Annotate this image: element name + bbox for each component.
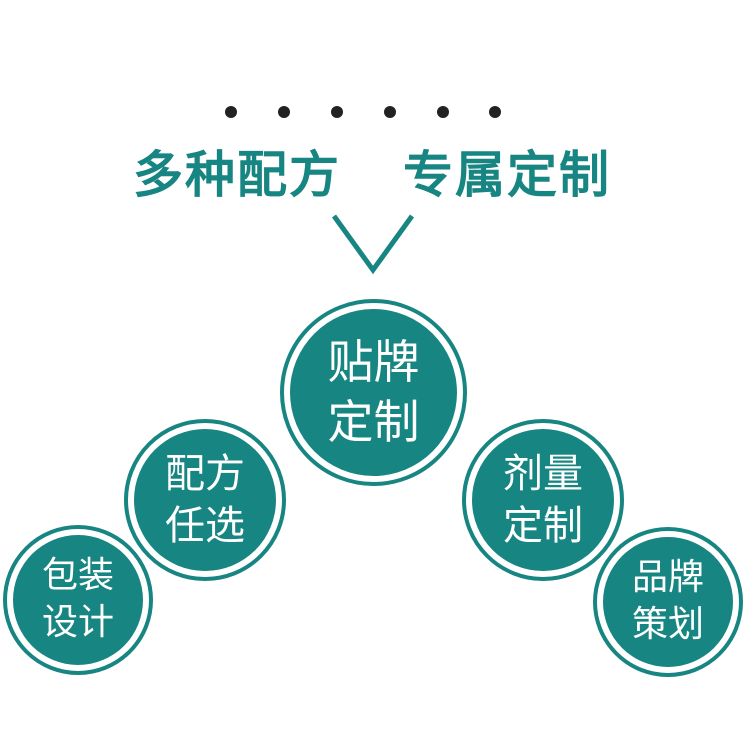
title-left: 多种配方 <box>133 146 341 204</box>
dot <box>225 106 237 118</box>
circle-label: 贴牌 <box>327 334 420 389</box>
dot <box>437 106 449 118</box>
circle-formula-choice: 配方 任选 <box>124 419 286 581</box>
circle-label: 设计 <box>41 602 114 643</box>
dot <box>384 106 396 118</box>
dot <box>489 106 501 118</box>
circle-label: 包装 <box>41 555 114 597</box>
dot <box>278 106 290 118</box>
circle-packaging-design: 包装 设计 <box>3 525 153 675</box>
circle-brand-customization: 贴牌 定制 <box>280 299 467 486</box>
down-chevron-icon <box>331 214 415 275</box>
circle-label: 任选 <box>165 503 245 549</box>
title-right: 专属定制 <box>403 146 611 204</box>
circle-label: 配方 <box>165 451 245 497</box>
circle-label: 定制 <box>503 503 583 549</box>
circle-label: 品牌 <box>631 557 704 599</box>
circle-label: 策划 <box>631 604 704 645</box>
circle-dosage-customization: 剂量 定制 <box>462 419 624 581</box>
dot <box>331 106 343 118</box>
circle-brand-planning: 品牌 策划 <box>593 527 743 677</box>
circle-label: 剂量 <box>503 451 583 497</box>
circle-label: 定制 <box>327 394 420 449</box>
